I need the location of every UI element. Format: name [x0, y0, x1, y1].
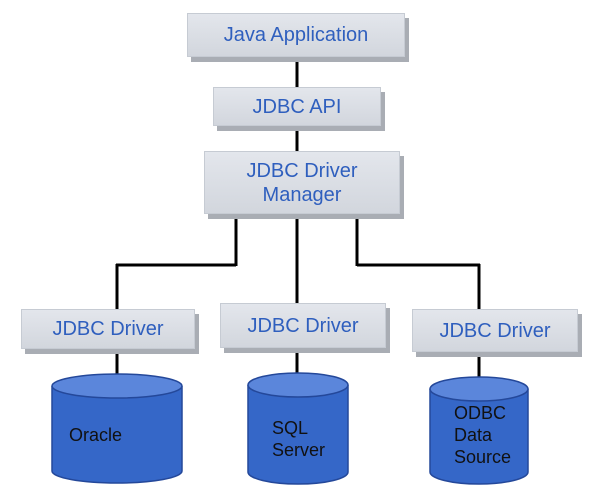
jdbc-api-box: JDBC API: [213, 87, 381, 126]
jdbc-driver-label-1: JDBC Driver: [52, 318, 164, 340]
driver-manager-label-line-2: Manager: [262, 183, 342, 206]
database-oracle-cylinder: [51, 373, 183, 484]
database-sql-server-label: SQL Server: [272, 417, 325, 461]
odbc-label-line-3: Source: [454, 447, 512, 467]
jdbc-driver-manager-box: JDBC Driver Manager: [204, 151, 400, 214]
jdbc-driver-box-1: JDBC Driver: [21, 309, 195, 349]
odbc-label-line-1: ODBC: [454, 403, 507, 423]
jdbc-driver-label-2: JDBC Driver: [247, 314, 359, 337]
java-application-box: Java Application: [187, 13, 405, 57]
driver-manager-label-line-1: JDBC Driver: [246, 159, 358, 182]
jdbc-api-label: JDBC API: [252, 95, 342, 118]
database-oracle-label: Oracle: [69, 424, 122, 446]
jdbc-driver-box-3: JDBC Driver: [412, 309, 578, 352]
database-odbc-label: ODBC Data Source: [454, 402, 511, 468]
jdbc-driver-label-3: JDBC Driver: [439, 319, 551, 342]
database-odbc-cylinder: [429, 376, 529, 485]
java-application-label: Java Application: [223, 24, 369, 46]
database-sql-server-cylinder: [247, 372, 349, 485]
odbc-label-line-2: Data: [454, 425, 493, 445]
oracle-label-line-1: Oracle: [69, 425, 123, 445]
sql-server-label-line-1: SQL: [272, 418, 309, 438]
jdbc-driver-box-2: JDBC Driver: [220, 303, 386, 348]
sql-server-label-line-2: Server: [272, 440, 326, 460]
